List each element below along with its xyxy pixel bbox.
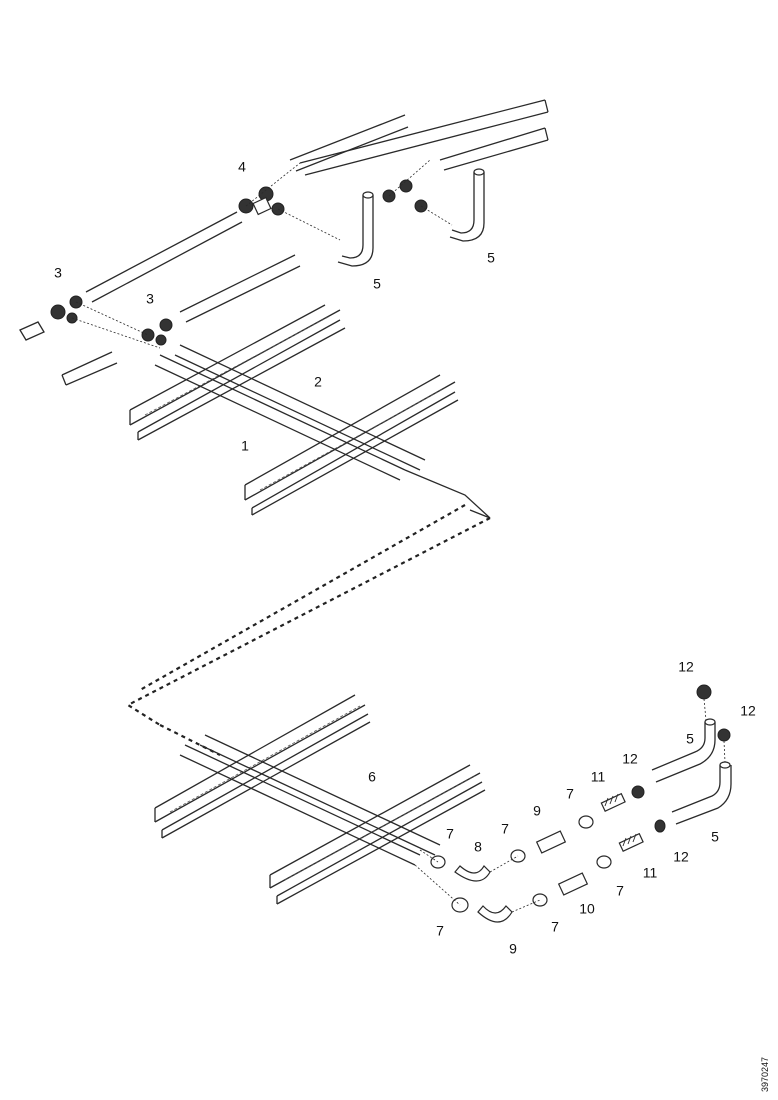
callout-3-mid: 3 <box>146 291 154 307</box>
callout-9-lower: 9 <box>509 941 517 957</box>
lower-left-pipe-stub <box>61 351 118 386</box>
upper-pipe-stub-right <box>439 127 549 171</box>
callout-12-top-right: 12 <box>740 703 756 719</box>
tail-pipe-5-lower <box>671 761 732 825</box>
nut-12-upper <box>631 785 645 799</box>
callout-9-upper: 9 <box>533 803 541 819</box>
fitting-7-lower-mid <box>532 893 548 907</box>
callout-3-left: 3 <box>54 265 62 281</box>
callout-7-d: 7 <box>616 883 624 899</box>
cross-pipe-1 <box>154 354 406 481</box>
callout-2: 2 <box>314 374 322 390</box>
callout-7-c: 7 <box>566 786 574 802</box>
callout-12-mid: 12 <box>622 751 638 767</box>
upper-long-pipe-right <box>299 99 549 176</box>
callout-11-upper: 11 <box>591 769 606 785</box>
callout-7-f: 7 <box>436 923 444 939</box>
elbow-8 <box>454 865 491 882</box>
coupling-9-upper <box>535 830 567 854</box>
callouts: 4 3 3 5 5 2 1 6 7 8 7 9 7 11 12 5 12 12 … <box>54 159 756 957</box>
callout-7-e: 7 <box>551 919 559 935</box>
lower-assembly <box>154 684 732 923</box>
callout-5-upper-right: 5 <box>487 250 495 266</box>
left-end-cap <box>19 321 45 341</box>
dashed-continuation <box>125 504 491 756</box>
nipple-11-upper <box>600 792 626 812</box>
callout-12-top: 12 <box>678 659 694 675</box>
nut-12-lower <box>654 819 666 833</box>
callout-1: 1 <box>241 438 249 454</box>
upper-long-pipe-mid <box>289 114 409 172</box>
callout-11-lower: 11 <box>643 865 658 881</box>
nipple-11-lower <box>618 832 644 852</box>
callout-8: 8 <box>474 839 482 855</box>
reference-code: 3970247 <box>760 1057 770 1092</box>
callout-12-lower: 12 <box>673 849 689 865</box>
callout-4: 4 <box>238 159 246 175</box>
upper-assembly <box>19 99 549 519</box>
tee-fitting-3-mid <box>141 318 173 346</box>
cross-pipe-6 <box>179 734 441 866</box>
elbow-9-lower <box>477 905 513 923</box>
fitting-7-upper-right <box>578 815 594 829</box>
tee-fitting-4 <box>238 186 285 216</box>
nut-12-top-left <box>696 684 712 700</box>
upper-left-pipe-a <box>85 211 243 303</box>
callout-7-a: 7 <box>446 826 454 842</box>
callout-5-upper-left: 5 <box>373 276 381 292</box>
callout-5-lower-left: 5 <box>686 731 694 747</box>
callout-5-lower-right: 5 <box>711 829 719 845</box>
callout-10: 10 <box>579 901 595 917</box>
cross-pipe-2 <box>174 344 426 471</box>
channel-beam-lower-2 <box>269 764 486 905</box>
elbow-pipe-5-right <box>449 168 485 242</box>
channel-beam-lower-1 <box>154 694 371 839</box>
nut-12-top-right <box>717 728 731 742</box>
coupling-10 <box>557 872 589 896</box>
upper-left-pipe-b <box>179 254 301 323</box>
tail-pipe-5-upper <box>651 718 716 783</box>
tee-fitting-3-left <box>50 295 83 324</box>
fitting-7-lower-right <box>596 855 612 869</box>
elbow-pipe-5-left <box>337 191 374 267</box>
callout-7-b: 7 <box>501 821 509 837</box>
callout-6: 6 <box>368 769 376 785</box>
channel-beam-upper-1 <box>129 304 346 441</box>
